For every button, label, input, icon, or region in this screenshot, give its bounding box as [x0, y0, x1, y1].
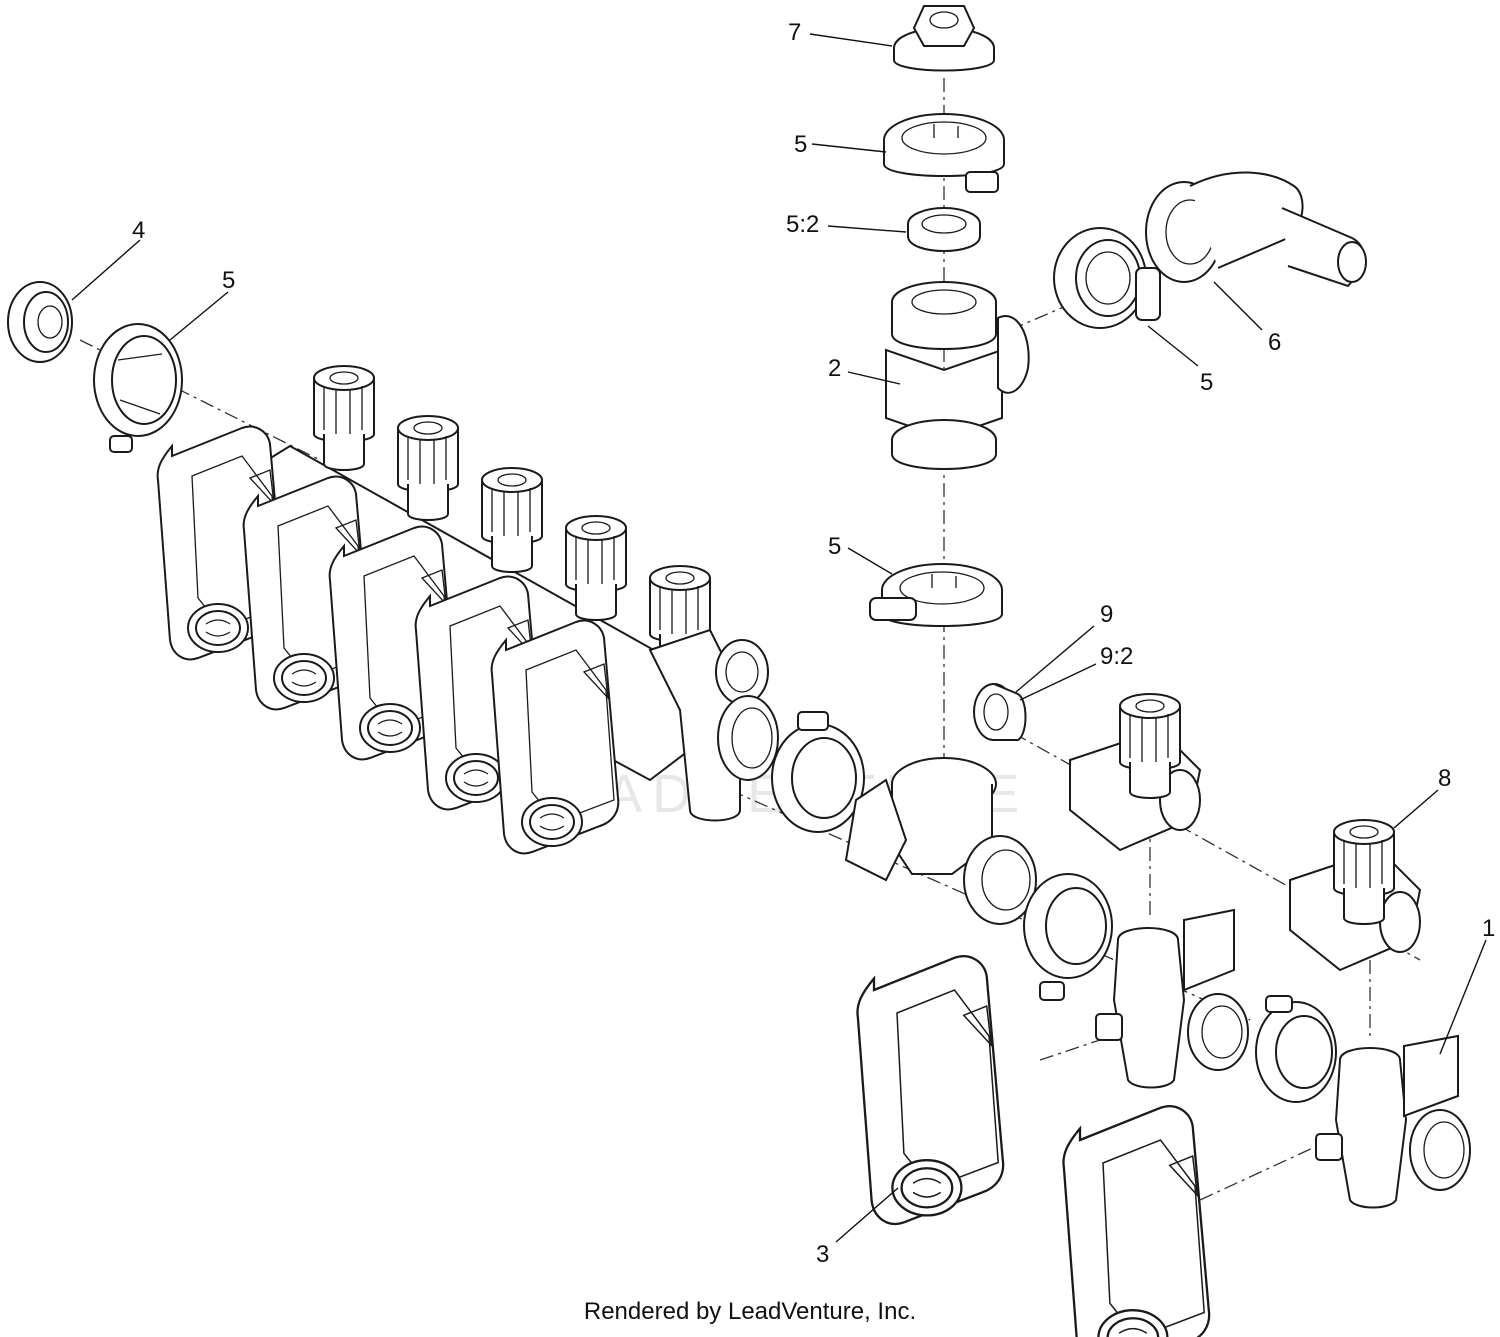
- clamp-ring-lower[interactable]: [1255, 995, 1337, 1103]
- clamp-ring-mid[interactable]: [771, 711, 865, 833]
- callout-1: 1: [1482, 915, 1495, 942]
- callout-6: 6: [1268, 329, 1281, 356]
- callout-7: 7: [788, 19, 801, 46]
- valve-assembly-part-8[interactable]: [1289, 819, 1422, 972]
- actuator-part-3[interactable]: [856, 955, 1005, 1226]
- callout-5-side: 5: [1200, 369, 1213, 396]
- callout-9-2: 9:2: [1100, 643, 1133, 670]
- adapter-part-9[interactable]: [973, 683, 1027, 741]
- gasket-part-5-2[interactable]: [907, 207, 981, 252]
- callout-5-left: 5: [222, 267, 235, 294]
- callout-4: 4: [132, 217, 145, 244]
- clamp-ring-part-5-left[interactable]: [93, 323, 183, 453]
- valve-body-lower-left[interactable]: [1095, 908, 1249, 1089]
- leader-lines: [71, 33, 1487, 1243]
- fitting-nut-part-7[interactable]: [893, 5, 995, 72]
- callout-9: 9: [1100, 601, 1113, 628]
- cross-fitting-part-2[interactable]: [885, 281, 1030, 470]
- clamp-ring-part-5-lower[interactable]: [869, 563, 1003, 627]
- clamp-ring-right[interactable]: [1023, 873, 1113, 1001]
- render-credit: Rendered by LeadVenture, Inc.: [583, 1298, 917, 1325]
- clamp-ring-part-5-side[interactable]: [1053, 227, 1161, 329]
- elbow-fitting-part-6[interactable]: [1145, 171, 1367, 288]
- callout-8: 8: [1438, 765, 1451, 792]
- tee-fitting[interactable]: [844, 757, 1037, 925]
- end-cap-part-4[interactable]: [7, 281, 73, 363]
- callout-5-2: 5:2: [786, 211, 819, 238]
- clamp-ring-part-5-top[interactable]: [883, 113, 1005, 193]
- callout-3: 3: [816, 1241, 829, 1268]
- callout-5-lower: 5: [828, 533, 841, 560]
- callouts: 7 5 5:2 4 5 2 5 6 5 9 9:2 8 1 3: [132, 19, 1495, 1268]
- valve-body-part-1[interactable]: [1315, 1034, 1471, 1209]
- valve-manifold[interactable]: [156, 365, 779, 855]
- callout-2: 2: [828, 355, 841, 382]
- callout-5-top: 5: [794, 131, 807, 158]
- valve-assembly-upper[interactable]: [1069, 693, 1202, 852]
